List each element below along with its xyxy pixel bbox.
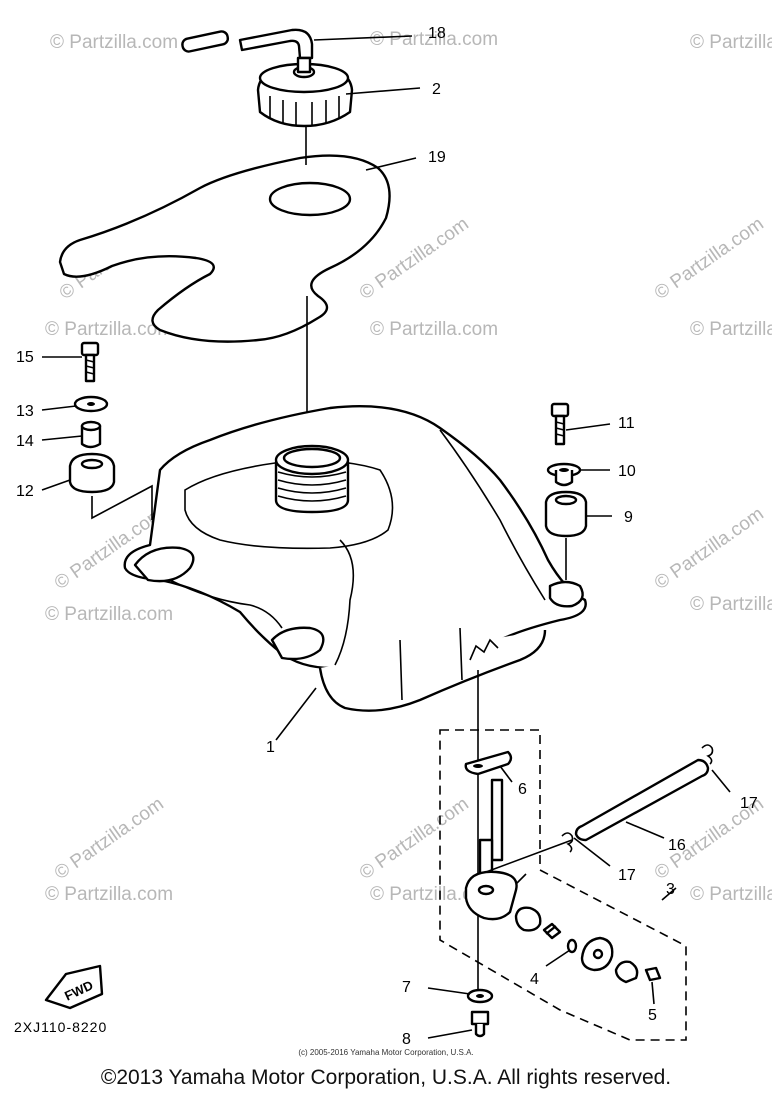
leader-lines <box>41 35 731 1039</box>
tank-pad <box>58 154 391 343</box>
callout-17b: 17 <box>618 867 636 884</box>
breather-hose <box>181 28 314 60</box>
callout-12: 12 <box>16 483 34 500</box>
watermark: © Partzilla.com <box>690 32 772 53</box>
collar-14 <box>80 420 102 449</box>
callout-17a: 17 <box>740 795 758 812</box>
callout-11: 11 <box>618 415 635 432</box>
callout-14: 14 <box>16 433 34 450</box>
bolt-11 <box>550 402 570 446</box>
callout-8: 8 <box>402 1031 411 1048</box>
watermark: © Partzilla.com <box>51 793 168 884</box>
callout-18: 18 <box>428 25 446 42</box>
callout-1: 1 <box>266 739 275 756</box>
watermark: © Partzilla.com <box>45 604 173 625</box>
fuel-hose-16 <box>574 758 710 842</box>
watermark: © Partzilla.com <box>45 319 173 340</box>
callout-10: 10 <box>618 463 636 480</box>
petcock-group-outline <box>439 729 687 1041</box>
watermark: © Partzilla.com <box>370 319 498 340</box>
callout-5: 5 <box>648 1007 657 1024</box>
callout-15: 15 <box>16 349 34 366</box>
callout-3: 3 <box>666 881 675 898</box>
callout-13: 13 <box>16 403 34 420</box>
watermark: © Partzilla.com <box>356 793 473 884</box>
callout-7: 7 <box>402 979 411 996</box>
watermark: © Partzilla.com <box>690 884 772 905</box>
cock-body-parts <box>514 906 662 984</box>
callout-16: 16 <box>668 837 686 854</box>
hose-clip-17b <box>561 832 574 853</box>
damper-12 <box>68 452 116 494</box>
watermark: © Partzilla.com <box>690 594 772 615</box>
fuel-cock-3 <box>464 778 527 921</box>
drain-bolt-8 <box>470 1010 490 1038</box>
callout-4: 4 <box>530 971 539 988</box>
fuel-cap <box>256 56 354 128</box>
callout-19: 19 <box>428 149 446 166</box>
hose-clip-17a <box>701 744 714 765</box>
washer-7 <box>466 988 494 1004</box>
watermark: © Partzilla.com <box>45 884 173 905</box>
washer-13 <box>73 395 109 413</box>
watermark: © Partzilla.com <box>370 29 498 50</box>
callout-9: 9 <box>624 509 633 526</box>
callout-6: 6 <box>518 781 527 798</box>
forward-arrow-icon: FWD <box>44 964 104 1010</box>
gasket-6 <box>464 750 513 776</box>
bolt-15 <box>80 341 100 383</box>
fuel-tank <box>123 405 587 712</box>
callout-2: 2 <box>432 81 441 98</box>
watermark: © Partzilla.com <box>690 319 772 340</box>
callouts: 18 2 19 15 13 14 12 11 10 9 1 6 17 16 17… <box>16 25 758 1048</box>
watermark: © Partzilla.com <box>50 32 178 53</box>
damper-9 <box>544 490 588 538</box>
watermark: © Partzilla.com <box>651 503 768 594</box>
watermark: © Partzilla.com <box>651 213 768 304</box>
small-copyright: (c) 2005-2016 Yamaha Motor Corporation, … <box>298 1048 474 1057</box>
drawing-code: 2XJ110-8220 <box>14 1019 107 1035</box>
copyright-notice: ©2013 Yamaha Motor Corporation, U.S.A. A… <box>100 1066 672 1089</box>
collar-10 <box>546 462 582 487</box>
